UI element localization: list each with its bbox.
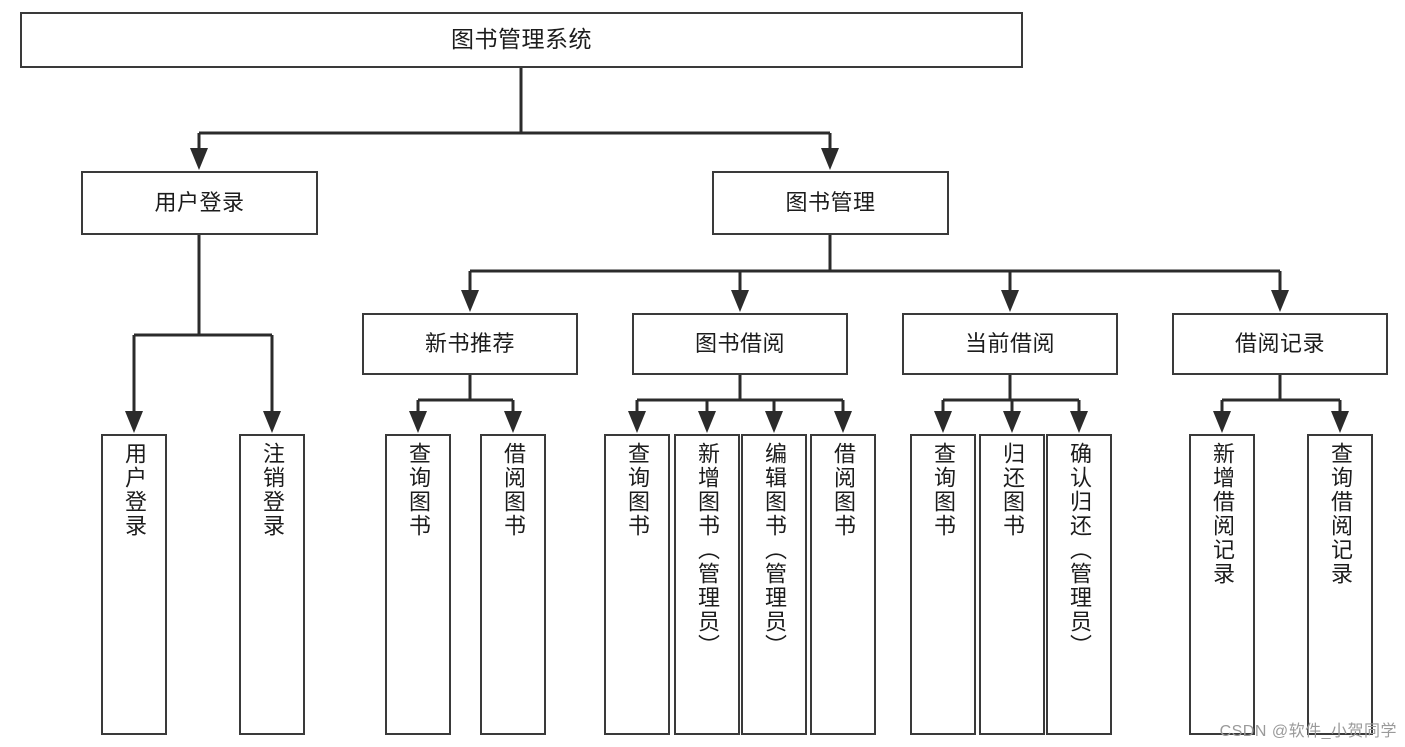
arrowhead-icon bbox=[1271, 290, 1289, 312]
node-label: 用户登录 bbox=[122, 442, 147, 538]
node-login[interactable]: 用户登录 bbox=[81, 171, 318, 235]
arrowhead-icon bbox=[190, 148, 208, 170]
arrowhead-icon bbox=[1331, 411, 1349, 433]
arrowhead-icon bbox=[628, 411, 646, 433]
node-label: 图书管理 bbox=[785, 189, 876, 215]
arrowhead-icon bbox=[1213, 411, 1231, 433]
node-label: 编辑图书（管理员） bbox=[762, 442, 787, 658]
node-root[interactable]: 图书管理系统 bbox=[20, 12, 1023, 68]
node-leaf-borrow-3[interactable]: 编辑图书（管理员） bbox=[741, 434, 807, 735]
arrowhead-icon bbox=[821, 148, 839, 170]
node-leaf-rec-1[interactable]: 新增借阅记录 bbox=[1189, 434, 1255, 735]
arrowhead-icon bbox=[731, 290, 749, 312]
node-label: 图书借阅 bbox=[694, 330, 785, 356]
node-label: 新增借阅记录 bbox=[1210, 442, 1235, 586]
arrowhead-icon bbox=[1070, 411, 1088, 433]
arrowhead-icon bbox=[125, 411, 143, 433]
node-label: 确认归还（管理员） bbox=[1067, 442, 1092, 658]
node-label: 借阅图书 bbox=[501, 442, 526, 538]
node-leaf-rec-2[interactable]: 查询借阅记录 bbox=[1307, 434, 1373, 735]
node-leaf-new-2[interactable]: 借阅图书 bbox=[480, 434, 546, 735]
node-leaf-login-1[interactable]: 用户登录 bbox=[101, 434, 167, 735]
node-leaf-new-1[interactable]: 查询图书 bbox=[385, 434, 451, 735]
node-label: 当前借阅 bbox=[964, 330, 1055, 356]
arrowhead-icon bbox=[504, 411, 522, 433]
node-label: 查询借阅记录 bbox=[1328, 442, 1353, 586]
node-bookmgmt[interactable]: 图书管理 bbox=[712, 171, 949, 235]
node-leaf-login-2[interactable]: 注销登录 bbox=[239, 434, 305, 735]
arrowhead-icon bbox=[461, 290, 479, 312]
node-newbook[interactable]: 新书推荐 bbox=[362, 313, 578, 375]
node-leaf-borrow-2[interactable]: 新增图书（管理员） bbox=[674, 434, 740, 735]
arrowhead-icon bbox=[765, 411, 783, 433]
node-label: 查询图书 bbox=[931, 442, 956, 538]
node-label: 借阅记录 bbox=[1234, 330, 1325, 356]
node-label: 查询图书 bbox=[625, 442, 650, 538]
node-borrow[interactable]: 图书借阅 bbox=[632, 313, 848, 375]
node-leaf-cur-1[interactable]: 查询图书 bbox=[910, 434, 976, 735]
arrowhead-icon bbox=[934, 411, 952, 433]
node-label: 用户登录 bbox=[154, 189, 245, 215]
node-leaf-borrow-4[interactable]: 借阅图书 bbox=[810, 434, 876, 735]
arrowhead-icon bbox=[834, 411, 852, 433]
arrowhead-icon bbox=[1003, 411, 1021, 433]
arrowhead-icon bbox=[698, 411, 716, 433]
csdn-watermark: CSDN @软件_小贺同学 bbox=[1219, 723, 1397, 740]
node-leaf-cur-3[interactable]: 确认归还（管理员） bbox=[1046, 434, 1112, 735]
node-label: 注销登录 bbox=[260, 442, 285, 538]
node-label: 新增图书（管理员） bbox=[695, 442, 720, 658]
node-label: 借阅图书 bbox=[831, 442, 856, 538]
arrowhead-icon bbox=[1001, 290, 1019, 312]
node-label: 图书管理系统 bbox=[451, 26, 592, 53]
node-leaf-cur-2[interactable]: 归还图书 bbox=[979, 434, 1045, 735]
arrowhead-icon bbox=[263, 411, 281, 433]
node-label: 查询图书 bbox=[406, 442, 431, 538]
node-label: 新书推荐 bbox=[424, 330, 515, 356]
node-leaf-borrow-1[interactable]: 查询图书 bbox=[604, 434, 670, 735]
node-records[interactable]: 借阅记录 bbox=[1172, 313, 1388, 375]
node-current[interactable]: 当前借阅 bbox=[902, 313, 1118, 375]
arrowhead-icon bbox=[409, 411, 427, 433]
node-label: 归还图书 bbox=[1000, 442, 1025, 538]
